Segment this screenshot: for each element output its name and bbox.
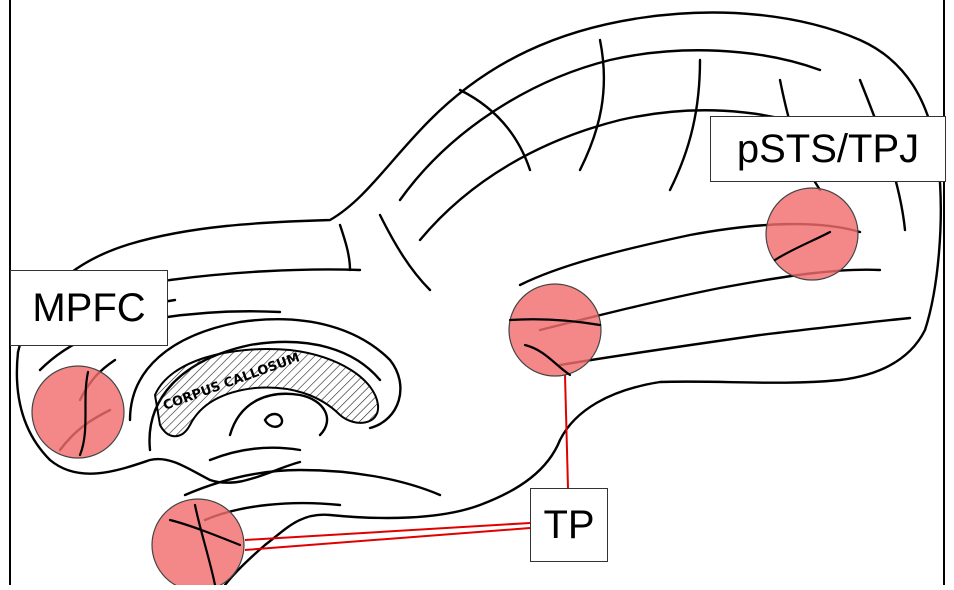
region-markers (32, 188, 858, 585)
tp-label: TP (530, 488, 608, 562)
pststpj-label: pSTS/TPJ (710, 116, 946, 182)
mpfc-marker (32, 366, 124, 458)
mpfc-label: MPFC (10, 270, 168, 346)
pststpj-marker (766, 188, 858, 280)
